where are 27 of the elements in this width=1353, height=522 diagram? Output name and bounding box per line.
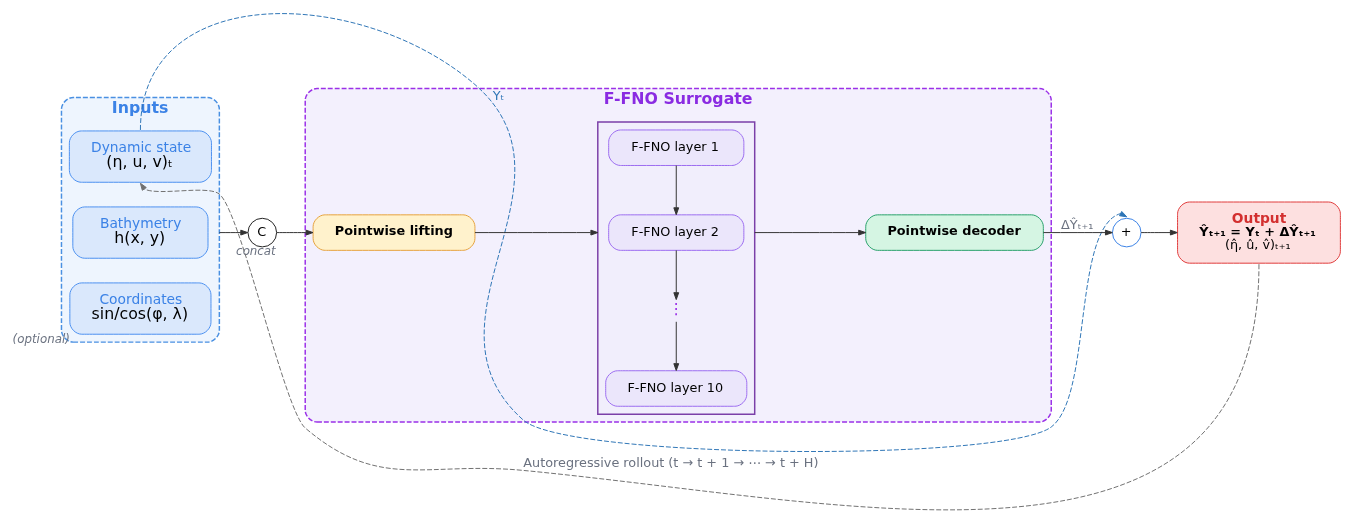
arrow <box>139 182 1260 510</box>
node-box: Output Ŷₜ₊₁ = Yₜ + ΔŶₜ₊₁ (η̂, û, v̂)ₜ₊₁ <box>1177 201 1341 264</box>
node-box: Dynamic state (η, u, v)ₜ <box>68 129 212 183</box>
arrow <box>218 229 249 235</box>
edge-label: Yₜ <box>492 87 505 103</box>
cluster <box>597 120 756 415</box>
arrow <box>673 164 680 215</box>
arrow <box>139 13 1128 452</box>
node-box: Pointwise decoder <box>865 213 1044 251</box>
node-box: F-FNO layer 1 <box>608 128 745 166</box>
edge-label: Autoregressive rollout (t → t + 1 → ⋯ → t + H) <box>523 454 819 470</box>
node-box: Pointwise lifting <box>312 213 476 251</box>
arrow <box>754 229 867 235</box>
node-box: F-FNO layer 10 <box>605 369 748 407</box>
edge-label: ΔŶₜ₊₁ <box>1061 216 1094 232</box>
arrow <box>474 229 599 235</box>
arrow <box>673 320 680 371</box>
arrow <box>673 249 680 300</box>
node-box: Coordinates sin/cos(φ, λ) <box>69 281 212 335</box>
node-text: ⋮ <box>668 298 685 318</box>
node-circle: C <box>247 217 278 247</box>
arrow <box>1042 229 1113 235</box>
node-box: Bathymetry h(x, y) <box>72 205 209 259</box>
arrow <box>276 229 314 235</box>
node-box: F-FNO layer 2 <box>608 213 745 251</box>
arrow <box>1140 229 1178 235</box>
node-circle: + <box>1111 217 1142 247</box>
